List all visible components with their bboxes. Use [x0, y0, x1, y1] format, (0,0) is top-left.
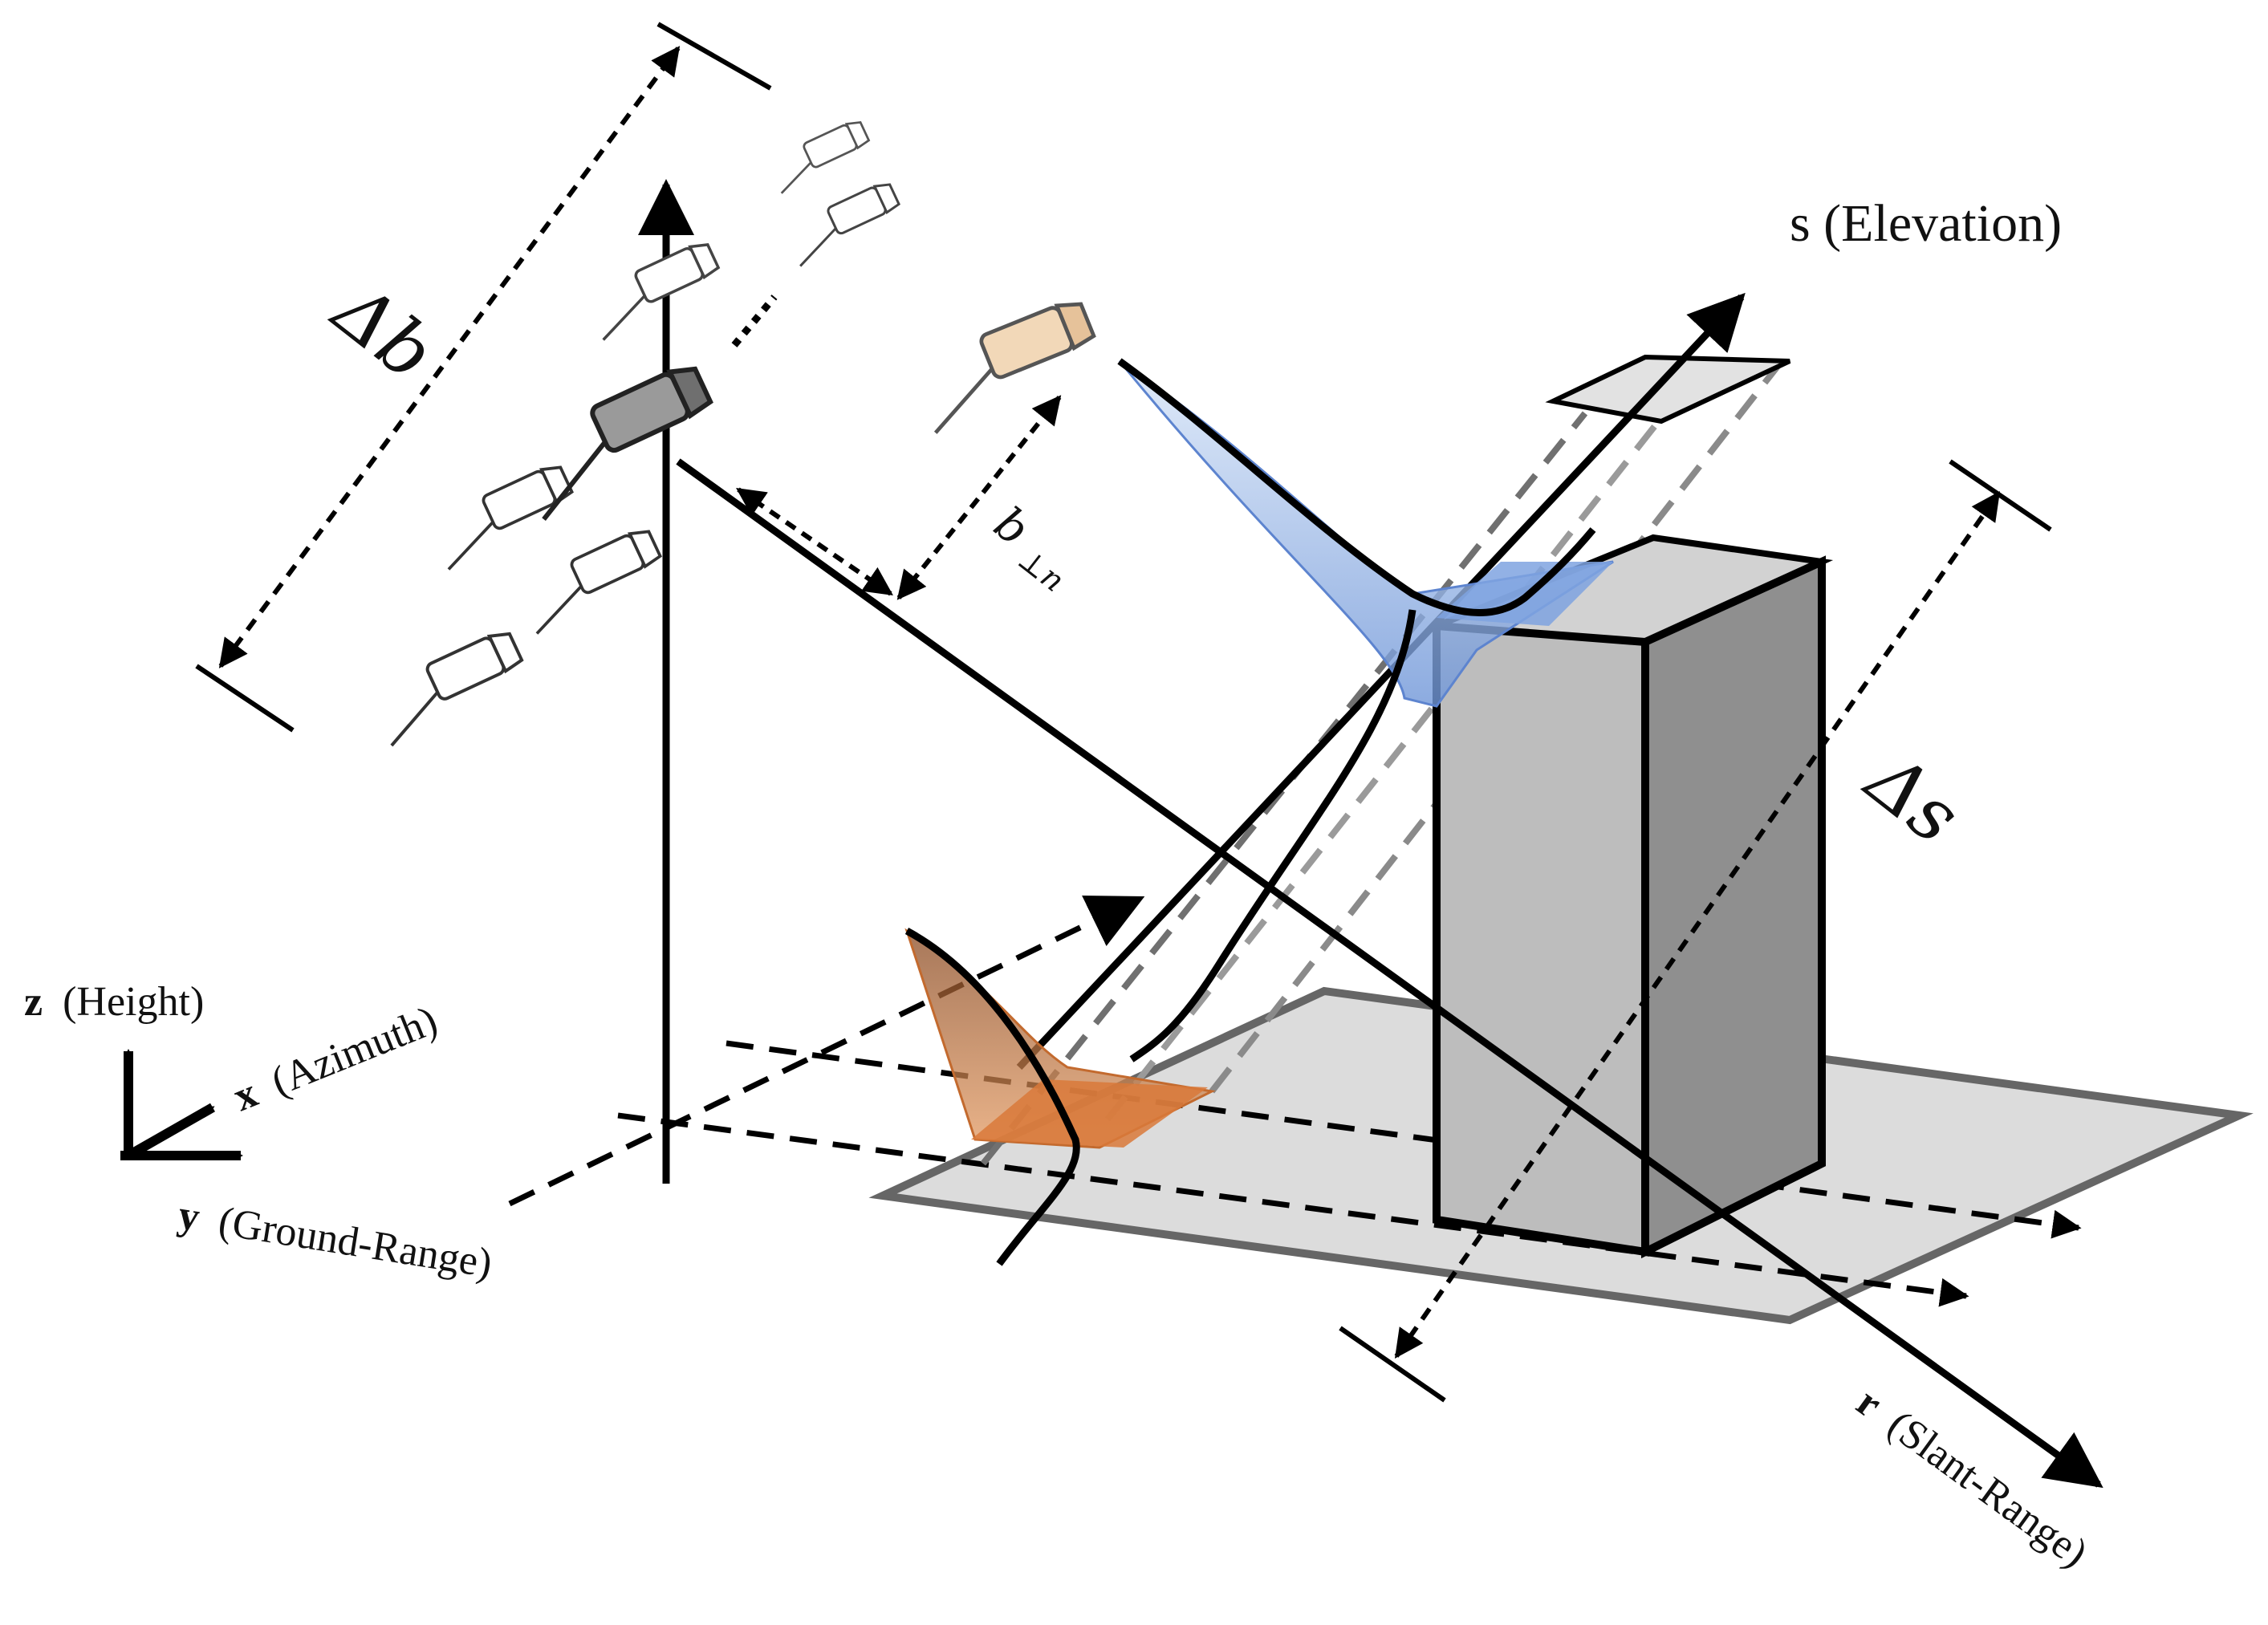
satellite-sequence-dots: [731, 295, 778, 347]
b-perp-subscript: ⊥n: [1011, 541, 1071, 599]
elevation-axis: [1016, 292, 1746, 1070]
slant-range-axis-label: r (Slant-Range): [1848, 1379, 2095, 1577]
ground-range-axis-text: (Ground-Range): [215, 1199, 494, 1287]
slant-range-axis-text: (Slant-Range): [1880, 1402, 2095, 1577]
building-side-face: [1641, 555, 1826, 1259]
ground-range-axis: [508, 895, 1145, 1207]
ground-range-axis-symbol: y: [175, 1192, 203, 1241]
height-axis-label: z (Height): [24, 979, 204, 1025]
delta-b-extension-bottom: [195, 664, 295, 733]
height-axis-text: (Height): [63, 979, 204, 1025]
delta-b-dimension: [218, 46, 681, 668]
b-perp-label: b ⊥n: [980, 498, 1086, 599]
delta-s-label: Δs: [1849, 735, 1976, 860]
ground-range-axis-label: y (Ground-Range): [175, 1192, 495, 1287]
slant-range-axis-symbol: r: [1848, 1379, 1890, 1428]
building-front-face: [1433, 621, 1649, 1257]
satellite-icon: [542, 366, 713, 521]
axis-triad-icon: [120, 1049, 243, 1160]
delta-s-dimension: [1394, 491, 2001, 1359]
satellite-icon: [390, 632, 524, 747]
satellite-icon: [780, 120, 871, 194]
satellite-icon: [535, 530, 662, 635]
delta-s-extension-bottom: [1339, 1326, 1446, 1403]
b-perp-connector: [736, 487, 893, 596]
elevation-beam-gray-1: [980, 411, 1588, 1166]
satellite-icon: [447, 465, 574, 571]
delta-b-extension-top: [656, 22, 772, 91]
orange-psf-curve: [904, 928, 1080, 1266]
satellite-icon: [799, 183, 900, 267]
azimuth-axis-symbol: x: [227, 1070, 263, 1121]
delta-b-label: Δb: [316, 266, 450, 396]
b-perp-dimension: [896, 395, 1062, 600]
azimuth-axis-text: (Azimuth): [265, 997, 443, 1105]
height-axis-symbol: z: [24, 979, 43, 1025]
elevation-axis-label: s (Elevation): [1790, 194, 2062, 253]
orange-psf-base: [971, 1079, 1208, 1148]
azimuth-axis-label: x (Azimuth): [227, 997, 443, 1120]
elevation-plane: [1545, 354, 1791, 425]
delta-s-extension-top: [1949, 459, 2052, 532]
satellite-icon: [602, 243, 721, 341]
satellite-icon: [933, 302, 1096, 434]
